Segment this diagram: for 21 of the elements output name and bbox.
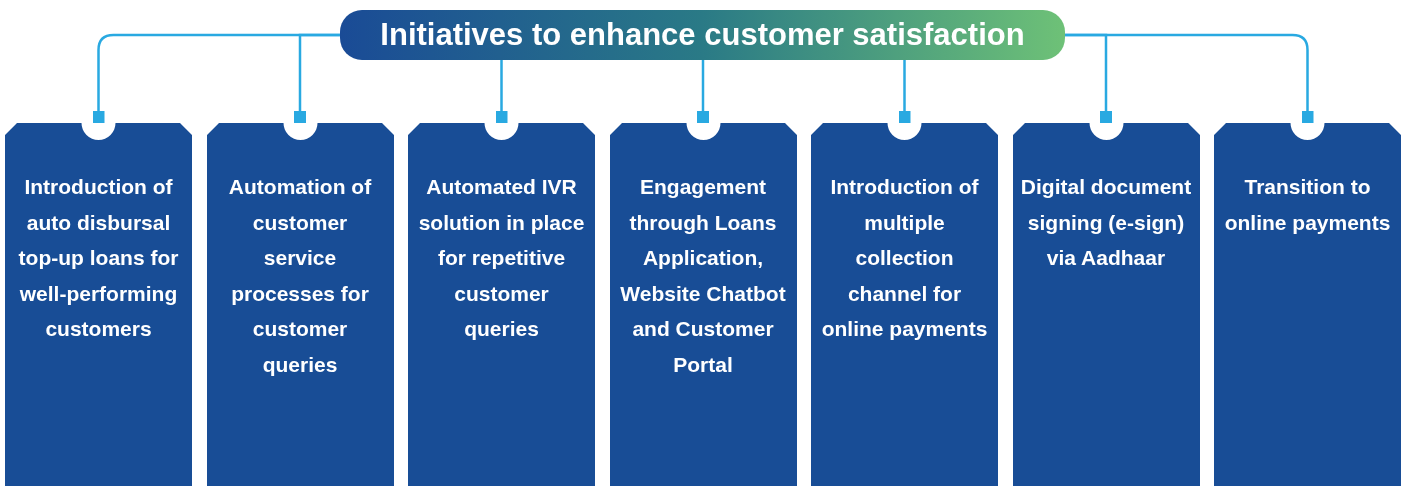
title-text: Initiatives to enhance customer satisfaction	[380, 17, 1025, 53]
initiative-text: Introduction of auto disbursal top-up loans for well-performing customers	[17, 174, 180, 342]
initiative-text: Engagement through Loans Application, Website Chatbot and Customer Portal	[619, 174, 787, 378]
initiative-card	[1214, 123, 1401, 486]
initiative-text: Automated IVR solution in place for repetitive customer queries	[417, 174, 586, 342]
initiative-text: Automation of customer service processes for customer queries	[227, 174, 373, 378]
initiative-card	[206, 123, 394, 486]
initiative-text: Digital document signing (e-sign) via Aadhaar	[1020, 174, 1192, 271]
initiative-text: Transition to online payments	[1223, 174, 1392, 236]
connector-line	[1065, 33, 1314, 123]
initiative-card	[811, 123, 998, 486]
title-banner	[340, 10, 1065, 60]
initiative-card	[1012, 123, 1200, 486]
connector-line	[697, 60, 709, 123]
initiative-card	[408, 123, 595, 486]
connector-line	[294, 33, 340, 123]
initiative-card	[5, 123, 192, 486]
connector-line	[495, 60, 508, 123]
initiative-text: Introduction of multiple collection channel for online payments	[820, 174, 989, 342]
connector-line	[898, 60, 911, 123]
initiative-card	[609, 123, 797, 486]
